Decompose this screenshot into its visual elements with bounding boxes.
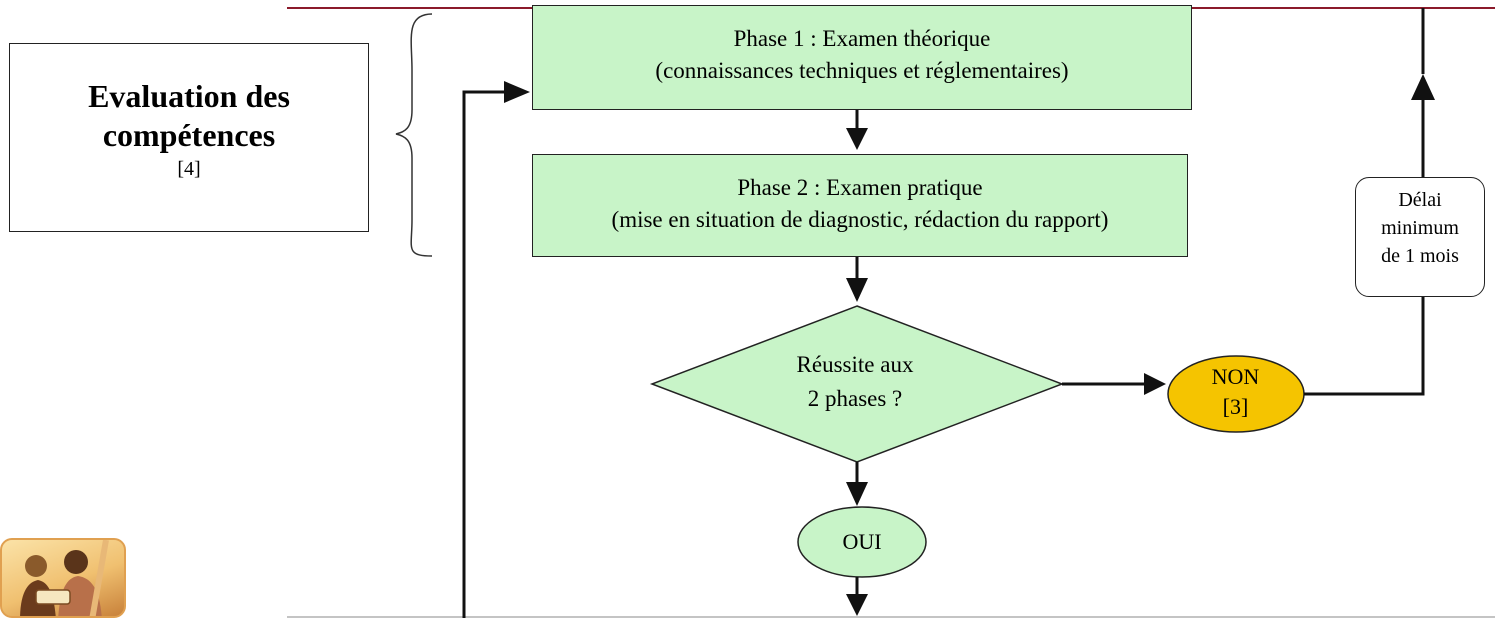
decision-label: Réussite aux 2 phases ?: [720, 348, 990, 416]
oui-ellipse: [797, 506, 927, 578]
grouping-brace: [395, 13, 433, 257]
non-line2: [3]: [1222, 394, 1249, 419]
delay-line3: de 1 mois: [1381, 245, 1459, 267]
delay-box: Délai minimum de 1 mois: [1355, 177, 1485, 297]
photo-illustration: [20, 540, 109, 616]
non-label: NON [3]: [1168, 362, 1303, 422]
delay-line2: minimum: [1381, 217, 1459, 239]
phase1-title: Phase 1 : Examen théorique: [733, 26, 991, 51]
phase2-title: Phase 2 : Examen pratique: [737, 175, 983, 200]
delay-line1: Délai: [1398, 189, 1442, 211]
people-reading-photo-icon: [0, 538, 126, 618]
decision-line2: 2 phases ?: [807, 386, 903, 411]
evaluation-panel: Evaluation des compétences [4]: [9, 43, 369, 232]
evaluation-title-line1: Evaluation des: [88, 78, 290, 114]
loop-line-right: [1304, 297, 1425, 396]
evaluation-title-line2: compétences: [102, 117, 276, 153]
phase1-box: Phase 1 : Examen théorique (connaissance…: [532, 5, 1192, 110]
non-line1: NON: [1211, 364, 1260, 389]
evaluation-reference: [4]: [177, 158, 201, 180]
phase2-box: Phase 2 : Examen pratique (mise en situa…: [532, 154, 1188, 257]
phase1-detail: (connaissances techniques et réglementai…: [655, 58, 1069, 83]
phase2-detail: (mise en situation de diagnostic, rédact…: [611, 207, 1109, 232]
loop-line-left: [462, 90, 508, 618]
decision-line1: Réussite aux: [796, 352, 914, 377]
oui-label: OUI: [842, 529, 882, 554]
